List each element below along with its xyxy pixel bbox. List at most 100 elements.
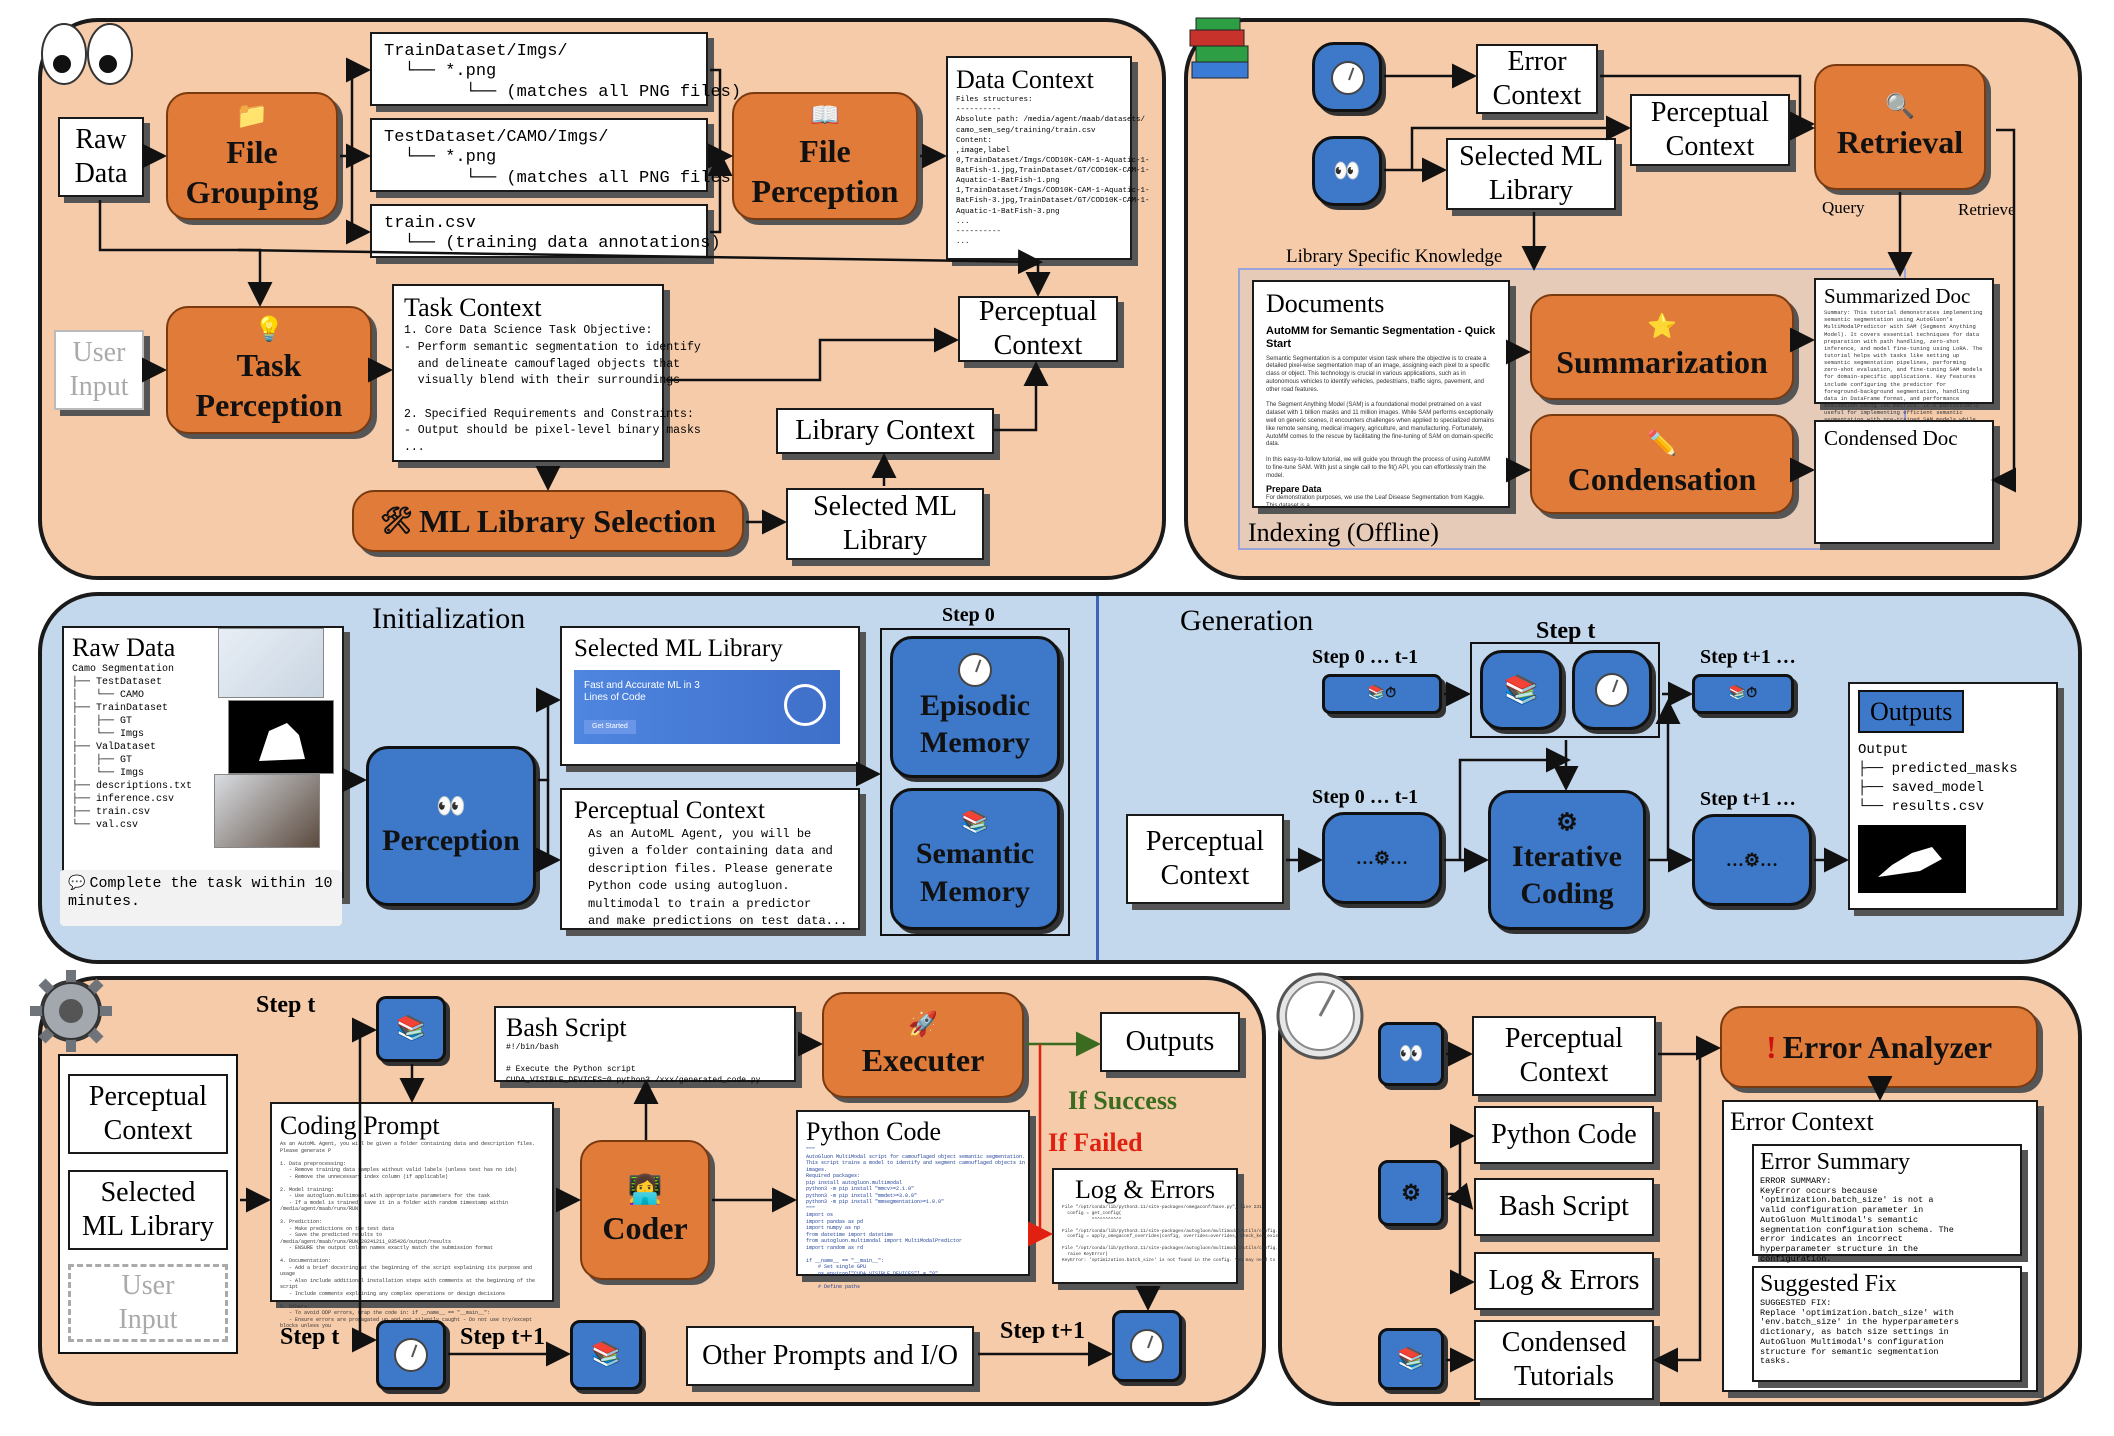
gear-icon: ⚙ (1401, 1180, 1421, 1206)
summarized-doc-title: Summarized Doc (1824, 284, 1971, 308)
task-context-body: 1. Core Data Science Task Objective: - P… (404, 324, 701, 454)
documents-box: Documents AutoMM for Semantic Segmentati… (1252, 280, 1510, 509)
retrieval-box: 🔍 Retrieval (1814, 64, 1986, 190)
error-summary-title: Error Summary (1760, 1149, 1910, 1175)
coder-clock-box (376, 1320, 446, 1390)
coder-step-t-bottom-label: Step t (280, 1324, 340, 1350)
ea-condensed-tutorials: Condensed Tutorials (1474, 1320, 1654, 1400)
arctic-fox-image (218, 628, 324, 698)
books-icon: 📚⏱ (1728, 686, 1758, 702)
folder-icon: 📁 (235, 100, 269, 130)
perceptual-context-title: Perceptual Context (574, 797, 765, 824)
books-icon: 📚 (396, 1016, 426, 1042)
raw-data-title: Raw Data (72, 633, 176, 662)
step-t1-label-bottom: Step t+1 … (1700, 788, 1796, 810)
ea-eyes-box: 👀 (1378, 1022, 1444, 1086)
gear-icon: ⚙ (1556, 809, 1578, 836)
log-errors-title: Log & Errors (1074, 1175, 1216, 1204)
outputs-title: Outputs (1858, 690, 1965, 734)
perception-box: 👀 Perception (366, 746, 536, 906)
summarized-doc-box: Summarized Doc Summary: This tutorial de… (1814, 278, 1994, 438)
coder-perceptual-context: Perceptual Context (68, 1074, 228, 1154)
next-memory-box-top: 📚⏱ (1692, 674, 1794, 714)
books-icon: 📚 (591, 1342, 621, 1368)
tools-icon: 🛠 (380, 505, 414, 535)
suggested-fix-title: Suggested Fix (1760, 1271, 1897, 1297)
perceptual-context-box-1: Perceptual Context (958, 296, 1118, 362)
iterative-coding-box: ⚙ Iterative Coding (1488, 790, 1646, 930)
coder-step-t1-label-2: Step t+1 (1000, 1318, 1086, 1344)
group2-box: TestDataset/CAMO/Imgs/ └── *.png └── (ma… (370, 118, 741, 192)
documents-title: Documents (1266, 289, 1385, 318)
summarized-doc-body: Summary: This tutorial demonstrates impl… (1824, 309, 1983, 437)
gear-icon (26, 966, 116, 1061)
speech-bubble-icon: 💬 (68, 876, 86, 891)
selected-ml-library-box-1: Selected ML Library (786, 488, 984, 560)
ml-library-selection-box: 🛠 ML Library Selection (352, 490, 744, 552)
suggested-fix-box: Suggested Fix SUGGESTED FIX: Replace 'op… (1752, 1266, 2022, 1382)
selected-ml-library-title: Selected ML Library (574, 635, 783, 662)
group3-box: train.csv └── (training data annotations… (370, 204, 721, 258)
history-coding-box: …⚙… (1322, 812, 1442, 904)
step-0-t1-label-top: Step 0 … t-1 (1312, 646, 1419, 668)
python-code-box: Python Code """ AutoGluon MultiModal scr… (796, 1110, 1030, 1290)
suggested-fix-body: SUGGESTED FIX: Replace 'optimization.bat… (1760, 1297, 1959, 1367)
coder-clock-box-2 (1112, 1310, 1182, 1382)
perceptual-context-body: As an AutoML Agent, you will be given a … (588, 827, 848, 928)
bash-script-body: #!/bin/bash # Execute the Python script … (506, 1043, 761, 1085)
other-prompts-box: Other Prompts and I/O (686, 1326, 974, 1386)
ea-books-box: 📚 (1378, 1328, 1444, 1390)
autogluon-banner: Fast and Accurate ML in 3 Lines of Code … (574, 670, 840, 744)
step-t-clock-box (1572, 650, 1652, 730)
coding-prompt-box: Coding Prompt As an AutoML Agent, you wi… (270, 1102, 554, 1329)
books-icon: 📚⏱ (1367, 686, 1397, 702)
coder-books-box-2: 📚 (570, 1320, 642, 1390)
condensation-box: ✏️ Condensation (1530, 414, 1794, 514)
gear-icon: …⚙… (1725, 849, 1779, 870)
task-context-box: Task Context 1. Core Data Science Task O… (392, 284, 701, 462)
if-failed-label: If Failed (1048, 1128, 1143, 1157)
python-code-title: Python Code (806, 1117, 942, 1146)
stopwatch-icon (1272, 966, 1368, 1067)
outputs-tree: Output ├── predicted_masks ├── saved_mod… (1858, 742, 2018, 815)
error-context-title: Error Context (1730, 1107, 1874, 1136)
gear-icon: …⚙… (1355, 847, 1409, 868)
eyes-icon (36, 18, 136, 104)
user-input-box: User Input (54, 330, 144, 410)
prepare-data-heading: Prepare Data (1266, 484, 1322, 495)
mask-image (228, 700, 334, 774)
retrieve-label: Retrieve (1958, 200, 2016, 219)
rocket-icon: 🚀 (908, 1012, 938, 1038)
eyes-memory-box: 👀 (1312, 136, 1382, 206)
coder-box: 👩‍💻 Coder (580, 1140, 710, 1280)
magnifier-icon: 🔍 (1885, 94, 1915, 120)
episodic-memory-box: Episodic Memory (890, 636, 1060, 778)
get-started-button[interactable]: Get Started (584, 720, 636, 735)
autogluon-logo-icon (784, 684, 826, 726)
initialization-label: Initialization (372, 602, 526, 635)
perceptual-context-box-3: Perceptual Context As an AutoML Agent, y… (560, 788, 860, 930)
task-context-title: Task Context (404, 293, 542, 322)
eyes-icon: 👀 (1398, 1042, 1424, 1065)
ea-python-code: Python Code (1474, 1106, 1654, 1164)
stopwatch-memory-box (1312, 42, 1382, 112)
raw-data-box: Raw Data (58, 117, 144, 197)
books-icon: 📚 (961, 808, 989, 834)
coder-books-box: 📚 (376, 996, 446, 1062)
error-analyzer-box: ! Error Analyzer (1720, 1006, 2038, 1088)
library-specific-knowledge-label: Library Specific Knowledge (1286, 246, 1503, 267)
person-laptop-icon: 👩‍💻 (627, 1174, 663, 1206)
condensed-doc-title: Condensed Doc (1824, 426, 1958, 450)
coder-step-t-label: Step t (256, 992, 316, 1018)
query-label: Query (1822, 198, 1865, 217)
banner-text: Fast and Accurate ML in 3 Lines of Code (584, 680, 700, 703)
owl-image (214, 774, 320, 848)
books-icon: 📚 (1503, 674, 1539, 706)
task-note-text: Complete the task within 10 minutes. (68, 875, 333, 910)
condensed-doc-box: Condensed Doc (1814, 420, 1994, 544)
step-t-label: Step t (1536, 618, 1596, 644)
task-perception-box: 💡 Task Perception (166, 306, 372, 434)
next-coding-box: …⚙… (1692, 814, 1812, 906)
coder-step-t1-label: Step t+1 (460, 1324, 546, 1350)
stopwatch-icon (1595, 673, 1629, 707)
